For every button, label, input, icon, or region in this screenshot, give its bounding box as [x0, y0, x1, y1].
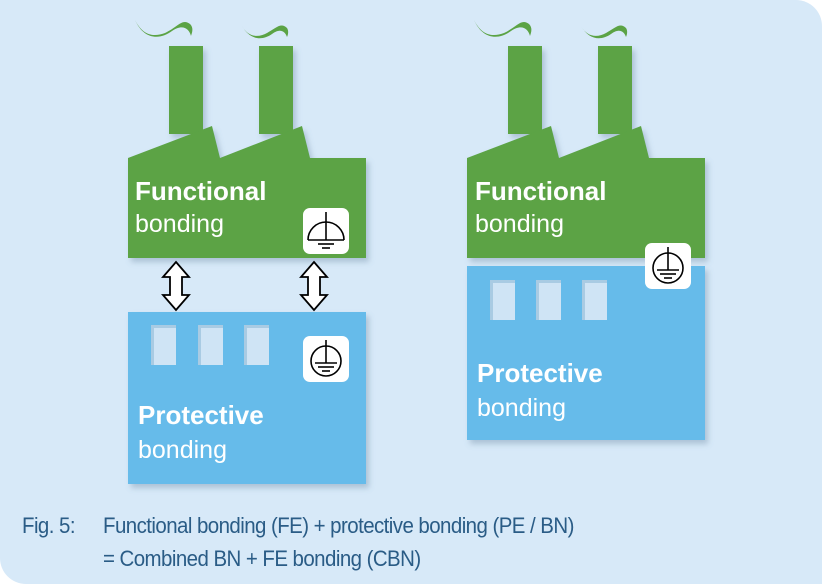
functional-building	[467, 126, 705, 258]
window	[244, 325, 269, 365]
chimney	[508, 46, 542, 134]
window	[198, 325, 223, 365]
double-arrow-icon	[299, 260, 329, 312]
right-functional-subtitle: bonding	[475, 210, 564, 238]
right-functional-title: Functional	[475, 176, 607, 206]
chimney	[169, 46, 203, 134]
left-protective-building	[128, 312, 366, 484]
right-protective-title: Protective	[477, 358, 603, 388]
right-functional-factory	[467, 20, 705, 258]
smoke-icon	[581, 25, 628, 39]
caption-line-2: = Combined BN + FE bonding (CBN)	[103, 546, 421, 571]
right-protective-building	[467, 266, 705, 440]
caption-line-1: Functional bonding (FE) + protective bon…	[103, 513, 574, 538]
left-functional-subtitle: bonding	[135, 210, 224, 238]
chimney	[598, 46, 632, 134]
protective-earth-icon	[645, 243, 691, 289]
functional-earth-icon	[303, 208, 349, 254]
left-protective-title: Protective	[138, 400, 264, 430]
double-arrow-icon	[161, 260, 191, 312]
right-protective-subtitle: bonding	[477, 394, 566, 422]
window	[151, 325, 176, 365]
window	[536, 280, 561, 320]
figure-number: Fig. 5:	[22, 513, 76, 538]
smoke-icon	[474, 20, 532, 37]
window	[582, 280, 607, 320]
left-functional-title: Functional	[135, 176, 267, 206]
smoke-icon	[135, 20, 193, 37]
chimney	[259, 46, 293, 134]
left-functional-factory	[128, 20, 366, 258]
smoke-icon	[242, 25, 289, 39]
left-protective-subtitle: bonding	[138, 436, 227, 464]
protective-earth-icon	[303, 336, 349, 382]
window	[490, 280, 515, 320]
